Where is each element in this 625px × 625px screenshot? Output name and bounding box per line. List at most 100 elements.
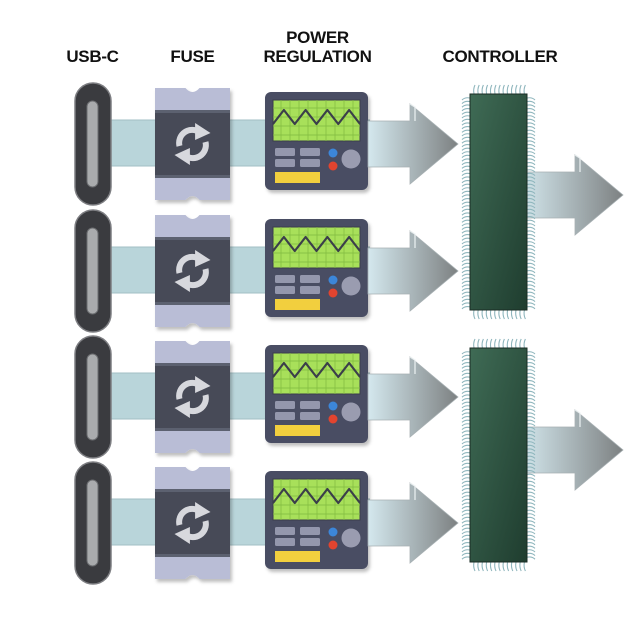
chip-pin — [461, 513, 471, 517]
module-key — [275, 148, 295, 156]
chip-pin — [461, 262, 471, 267]
chip-pin — [526, 416, 536, 420]
chip-pin — [526, 302, 536, 306]
module-display-bar — [275, 172, 320, 183]
chip-pin — [494, 84, 497, 95]
chip-pin — [461, 259, 471, 263]
chip-pin — [461, 298, 471, 303]
fuse — [155, 467, 230, 579]
chip-pin — [526, 365, 536, 369]
chip-pin — [526, 542, 536, 546]
chip-pin — [485, 309, 489, 320]
chip-pin — [526, 354, 536, 359]
chip-pin — [526, 151, 536, 155]
chip-pin — [461, 509, 471, 513]
chip-pin — [526, 398, 536, 402]
chip-pin — [461, 538, 471, 542]
refresh-arrows-icon — [174, 250, 211, 292]
chip-pin — [526, 291, 536, 295]
chip-pin — [526, 100, 536, 105]
chip-pin — [526, 524, 536, 528]
chip-pin — [481, 561, 484, 572]
chip-pin — [526, 556, 536, 560]
chip-pin — [515, 84, 518, 95]
input-arrow — [367, 230, 459, 312]
chip-pin — [461, 133, 471, 137]
chip-pin — [461, 273, 471, 277]
controller-chip — [461, 338, 624, 572]
chip-pin — [461, 111, 471, 115]
chip-pin — [473, 561, 476, 572]
chip-pin — [461, 401, 471, 405]
chip-pin — [506, 561, 510, 572]
fuse-body — [155, 489, 230, 557]
chip-pin — [461, 520, 471, 524]
fuse-band — [155, 554, 230, 557]
chip-pin — [526, 448, 536, 452]
chip-pin — [519, 309, 522, 320]
power-regulator — [265, 345, 368, 443]
chip-pin — [526, 190, 536, 195]
chip-pin — [461, 376, 471, 380]
chip-pin — [526, 306, 536, 310]
chip-pin — [461, 516, 471, 521]
input-arrow-highlight — [409, 356, 416, 374]
chip-pin — [526, 180, 536, 184]
chip-pin — [526, 205, 536, 209]
chip-pin — [526, 284, 536, 288]
fuse-body — [155, 237, 230, 305]
chip-pin — [526, 212, 536, 216]
chip-pin — [526, 552, 536, 557]
chip-pin — [523, 561, 526, 572]
chip-pin — [461, 412, 471, 416]
oscilloscope-screen — [272, 99, 361, 142]
chip-pin — [461, 194, 471, 198]
module-key — [275, 412, 295, 420]
chip-pin — [506, 309, 510, 320]
chip-pin — [526, 223, 536, 227]
chip-pin — [461, 416, 471, 420]
header-usb-c: USB-C — [66, 47, 119, 66]
chip-pin — [461, 140, 471, 144]
usb-c-port — [74, 82, 112, 206]
chip-pin — [506, 84, 510, 95]
chip-pin — [526, 502, 536, 506]
chip-pin — [526, 466, 536, 470]
chip-pin — [485, 84, 489, 95]
chip-pin — [519, 561, 522, 572]
chip-pin — [461, 462, 471, 467]
chip-pin — [526, 270, 536, 274]
module-key — [300, 538, 320, 546]
chip-pin — [461, 302, 471, 306]
chip-pin — [489, 561, 493, 572]
chip-pin — [461, 241, 471, 245]
chip-pin — [515, 338, 518, 349]
chip-pin — [515, 561, 518, 572]
refresh-arrows-icon — [174, 502, 211, 544]
refresh-arrowhead — [174, 148, 190, 165]
chip-pin — [526, 122, 536, 126]
module-key — [300, 527, 320, 535]
chip-pin — [526, 538, 536, 542]
chip-pin — [526, 154, 536, 159]
chip-pin — [461, 484, 471, 488]
chip-pin — [461, 527, 471, 531]
fuse-band — [155, 110, 230, 113]
chip-pin — [519, 338, 522, 349]
module-key — [275, 527, 295, 535]
chip-pin — [526, 194, 536, 198]
chip-pin — [461, 398, 471, 402]
chip-pin — [502, 338, 505, 349]
module-button-red — [328, 414, 338, 424]
fuse-band — [155, 237, 230, 240]
chip-pin — [526, 376, 536, 380]
chip-pin — [526, 394, 536, 398]
chip-pin — [461, 470, 471, 474]
chip-pin — [461, 434, 471, 438]
module-button-red — [328, 540, 338, 550]
chip-pin — [461, 144, 471, 148]
chip-pin — [477, 84, 480, 95]
chip-pin — [510, 338, 514, 349]
chip-pin — [526, 248, 536, 252]
usb-c-slot — [86, 227, 99, 315]
